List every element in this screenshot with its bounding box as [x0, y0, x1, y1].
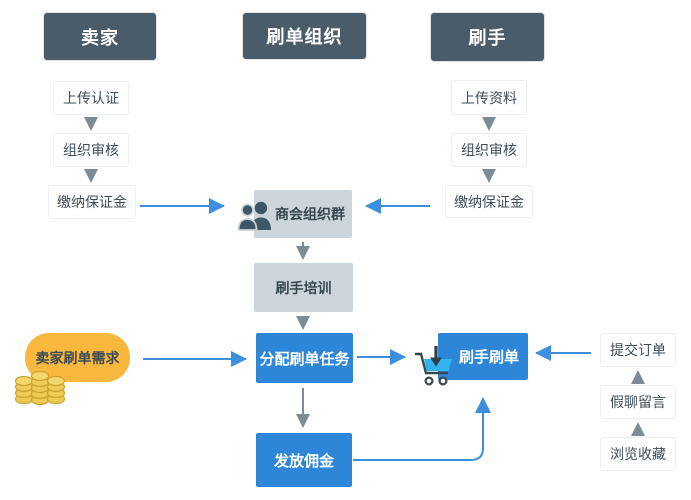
arrow-commission-to-brush-order [353, 397, 491, 461]
step-upload-certification: 上传认证 [53, 81, 129, 115]
step-browse-favorite: 浏览收藏 [600, 437, 676, 471]
people-icon [237, 201, 271, 231]
node-brush-order: 刷手刷单 [438, 333, 528, 380]
step-pay-deposit-seller: 缴纳保证金 [48, 185, 136, 219]
step-upload-materials: 上传资料 [451, 80, 527, 115]
cart-download-icon [415, 346, 452, 386]
node-pay-commission: 发放佣金 [256, 433, 352, 487]
coins-icon [14, 370, 66, 405]
step-fake-chat-message: 假聊留言 [600, 385, 676, 419]
step-org-review-seller: 组织审核 [53, 133, 129, 167]
node-brusher-training: 刷手培训 [254, 263, 353, 312]
header-organization: 刷单组织 [242, 12, 367, 60]
step-submit-order: 提交订单 [600, 333, 676, 367]
header-brusher: 刷手 [430, 12, 545, 62]
header-seller: 卖家 [43, 12, 157, 61]
step-org-review-brusher: 组织审核 [451, 133, 527, 167]
node-assign-task: 分配刷单任务 [256, 333, 353, 383]
step-pay-deposit-brusher: 缴纳保证金 [445, 185, 533, 218]
